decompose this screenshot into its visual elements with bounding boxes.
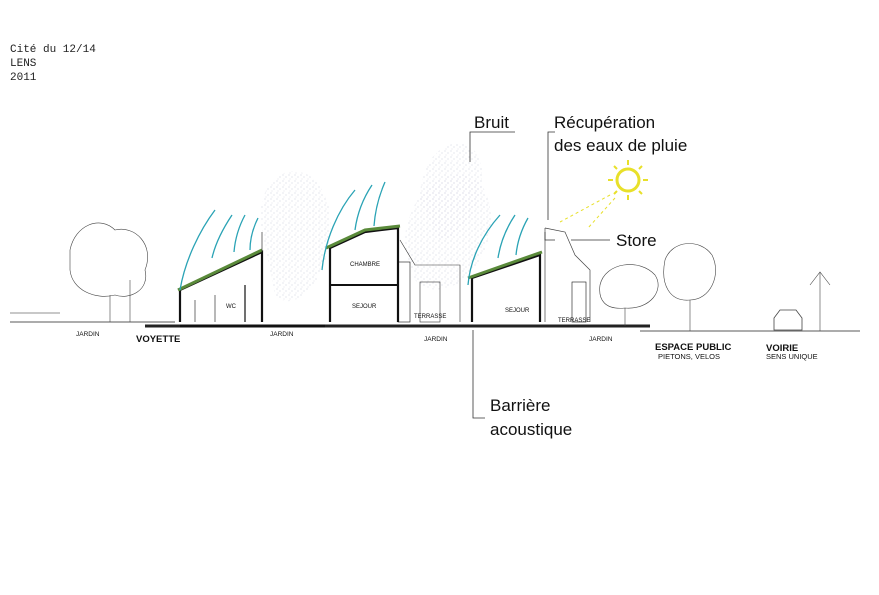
house-3 (467, 227, 591, 323)
ground-espace-public: ESPACE PUBLIC (655, 342, 732, 353)
ground-jardin-3: JARDIN (424, 336, 448, 343)
room-sejour-2: SEJOUR (505, 308, 530, 314)
room-sejour-1: SEJOUR (352, 304, 377, 310)
caption-city: LENS (10, 58, 37, 70)
house-1 (177, 232, 325, 328)
ground-espace-public-sub: PIETONS, VELOS (658, 352, 720, 361)
room-terrasse-1: TERRASSE (414, 314, 446, 320)
caption-year: 2011 (10, 72, 37, 84)
label-barriere-2: acoustique (490, 420, 572, 439)
label-bruit: Bruit (474, 113, 509, 132)
caption-title: Cité du 12/14 (10, 44, 96, 56)
project-caption: Cité du 12/14 LENS 2011 (10, 43, 96, 85)
ground-jardin-4: JARDIN (589, 336, 613, 343)
label-recuperation-1: Récupération (554, 113, 655, 132)
car-icon (773, 309, 803, 331)
label-store: Store (616, 231, 657, 250)
ground-voirie: VOIRIE (766, 343, 798, 354)
sun-icon (559, 160, 648, 229)
tree-left (69, 222, 148, 322)
rain-arrows (179, 181, 529, 291)
annex (399, 239, 461, 323)
leader-lines (469, 131, 610, 419)
ground-voyette: VOYETTE (136, 334, 180, 345)
label-recuperation-2: des eaux de pluie (554, 136, 687, 155)
house-2 (325, 224, 411, 323)
noise-plume-3 (420, 143, 482, 240)
room-terrasse-2: TERRASSE (558, 318, 590, 324)
ground-voirie-sub: SENS UNIQUE (766, 352, 818, 361)
room-chambre: CHAMBRE (350, 262, 380, 268)
room-wc: WC (226, 304, 237, 310)
label-barriere-1: Barrière (490, 396, 550, 415)
ground-jardin-2: JARDIN (270, 331, 294, 338)
tree-right (599, 243, 831, 331)
noise-plumes (260, 143, 491, 302)
noise-plume-1 (260, 171, 331, 302)
ground-jardin-1: JARDIN (76, 331, 100, 338)
